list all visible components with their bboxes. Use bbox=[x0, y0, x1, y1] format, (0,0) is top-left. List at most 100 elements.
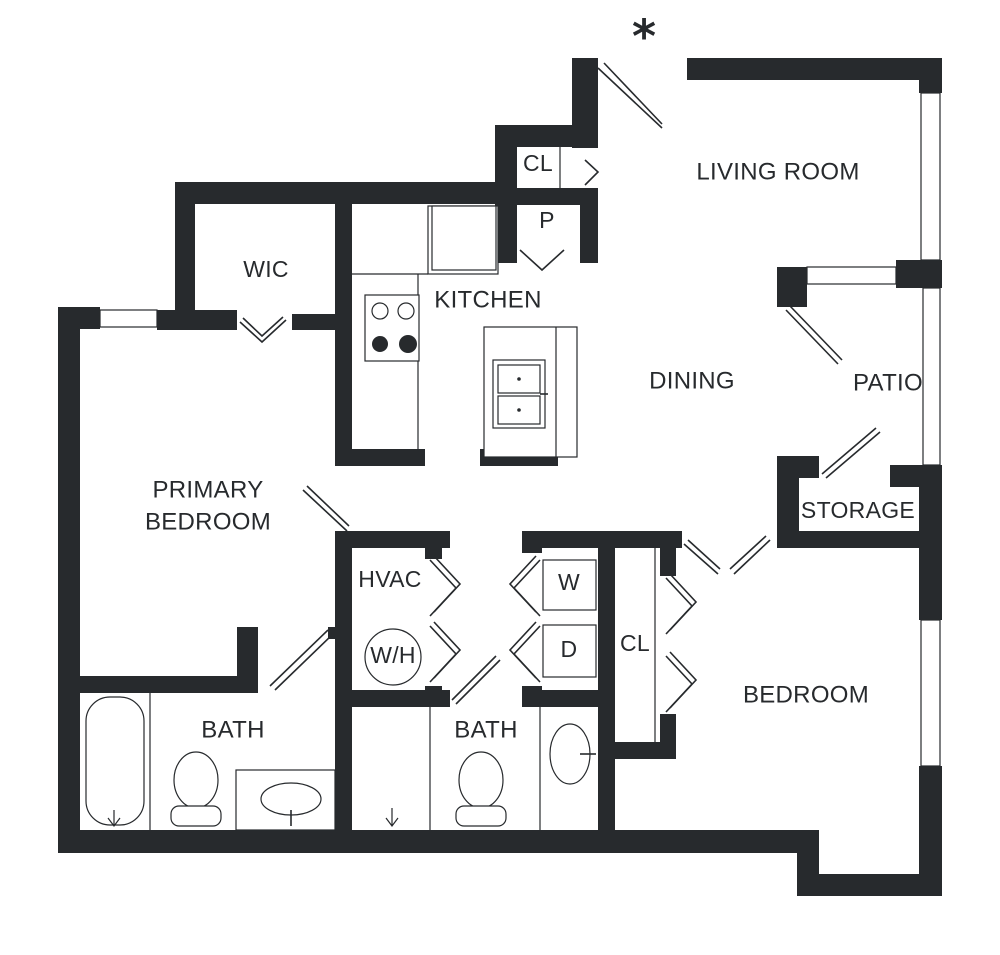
laundry-bifold-bottom-2 bbox=[512, 625, 541, 683]
wall-bottom-exterior bbox=[58, 830, 818, 853]
wall-right-lower bbox=[919, 766, 942, 896]
label-bath-primary: BATH bbox=[201, 716, 264, 743]
wall-storage-right bbox=[919, 465, 942, 548]
window-primary-bedroom bbox=[99, 309, 158, 328]
window-bedroom-right bbox=[920, 619, 941, 767]
label-water-heater: W/H bbox=[370, 642, 416, 668]
label-dining: DINING bbox=[649, 367, 735, 394]
wall-storage-left bbox=[777, 456, 799, 548]
window-living-right bbox=[920, 92, 941, 261]
bedroom-closet-bifold-top bbox=[665, 577, 694, 635]
closet-entry-bifold bbox=[584, 159, 600, 186]
primary-bath-door bbox=[269, 629, 329, 687]
label-storage: STORAGE bbox=[801, 497, 915, 523]
wall-pantry-right bbox=[580, 188, 598, 263]
toilet bbox=[173, 751, 219, 809]
bedroom-closet-bifold-bottom-2 bbox=[669, 651, 698, 709]
storage-door-edge bbox=[825, 431, 881, 479]
drain-icon bbox=[517, 377, 521, 381]
refrigerator-door bbox=[431, 205, 497, 271]
wall-cl-jamb-top bbox=[660, 531, 676, 576]
primary-bedroom-door bbox=[302, 489, 348, 532]
wall-storage-bottom bbox=[777, 531, 942, 548]
wall-laundry-jamb-top bbox=[522, 531, 542, 553]
entry-marker: * bbox=[632, 10, 656, 64]
wall-pantry-left bbox=[495, 188, 517, 263]
wic-bifold bbox=[239, 319, 287, 344]
dryer bbox=[542, 624, 597, 678]
wall-patio-top-post bbox=[777, 267, 807, 307]
patio-door-edge bbox=[789, 305, 843, 361]
wall-second-bath-right bbox=[598, 531, 615, 831]
wall-cl-bottom bbox=[598, 742, 676, 759]
wall-kitchen-bottom-left bbox=[335, 449, 425, 466]
window-patio-opening bbox=[806, 266, 897, 285]
burner-icon bbox=[372, 336, 388, 352]
bedroom-closet-bifold-top-2 bbox=[669, 573, 698, 631]
laundry-bifold-top-2 bbox=[512, 559, 541, 617]
label-bath-second: BATH bbox=[454, 716, 517, 743]
primary-bath-door-edge bbox=[274, 633, 334, 691]
label-kitchen: KITCHEN bbox=[434, 286, 541, 313]
wall-top-living bbox=[687, 58, 942, 80]
label-washer: W bbox=[558, 569, 580, 595]
entry-door bbox=[597, 67, 663, 129]
wall-kitchen-left bbox=[335, 200, 352, 466]
wic-bifold-2 bbox=[242, 316, 284, 338]
laundry-bifold-top bbox=[508, 555, 537, 613]
wall-closet-top bbox=[495, 125, 598, 147]
wall-hvac-door-jamb-top bbox=[425, 531, 442, 559]
hvac-bifold-bottom-2 bbox=[433, 621, 462, 679]
storage-door bbox=[821, 427, 877, 475]
hvac-bifold-top bbox=[429, 559, 458, 617]
second-bath-door bbox=[451, 655, 497, 701]
doors bbox=[239, 62, 881, 713]
label-primary-bedroom-2: BEDROOM bbox=[145, 508, 271, 535]
label-wic: WIC bbox=[243, 256, 289, 282]
hvac-bifold-top-2 bbox=[433, 555, 462, 613]
wall-hvac-left bbox=[335, 531, 352, 831]
label-hvac: HVAC bbox=[358, 566, 421, 592]
label-closet-entry: CL bbox=[523, 150, 553, 176]
fixtures bbox=[85, 147, 656, 831]
label-pantry: P bbox=[539, 207, 555, 233]
window-patio-right bbox=[922, 287, 941, 466]
hvac-bifold-bottom bbox=[429, 625, 458, 683]
wall-primary-bath-post bbox=[237, 627, 258, 693]
windows bbox=[99, 92, 941, 767]
label-primary-bedroom-1: PRIMARY bbox=[152, 476, 263, 503]
wall-hvac-top bbox=[335, 531, 450, 548]
wall-primary-bath-door-jamb bbox=[328, 627, 352, 639]
patio-door bbox=[785, 309, 839, 365]
toilet-tank bbox=[455, 805, 507, 827]
label-bedroom: BEDROOM bbox=[743, 681, 869, 708]
burner-icon bbox=[399, 335, 417, 353]
entry-door-edge bbox=[603, 62, 663, 125]
wall-primary-bath-top bbox=[58, 676, 258, 693]
label-living-room: LIVING ROOM bbox=[696, 158, 859, 185]
label-patio: PATIO bbox=[853, 369, 923, 396]
burner-icon bbox=[371, 302, 389, 320]
primary-bedroom-door-edge bbox=[306, 485, 350, 527]
shower-drain-icon bbox=[385, 808, 399, 827]
wall-hall-bath-divider bbox=[335, 690, 450, 707]
toilet bbox=[458, 751, 504, 809]
bathtub bbox=[85, 696, 145, 826]
second-bath-door-edge bbox=[455, 659, 501, 705]
wall-left-top-stub bbox=[58, 307, 100, 329]
bedroom-door-left bbox=[683, 543, 719, 575]
wall-right-patio-top bbox=[896, 260, 942, 288]
wall-storage-top-stub bbox=[777, 456, 819, 478]
bedroom-door-left-edge bbox=[687, 539, 721, 570]
walls bbox=[58, 58, 942, 896]
washer bbox=[542, 559, 597, 611]
bedroom-door-right-edge bbox=[729, 535, 767, 570]
toilet-tank bbox=[170, 805, 222, 827]
tub-drain-icon bbox=[107, 810, 121, 827]
wall-bottom-right bbox=[797, 874, 942, 896]
drain-icon bbox=[517, 408, 521, 412]
wall-primary-top-left bbox=[157, 310, 237, 330]
water-heater bbox=[364, 628, 422, 686]
bedroom-closet-bifold-bottom bbox=[665, 655, 694, 713]
